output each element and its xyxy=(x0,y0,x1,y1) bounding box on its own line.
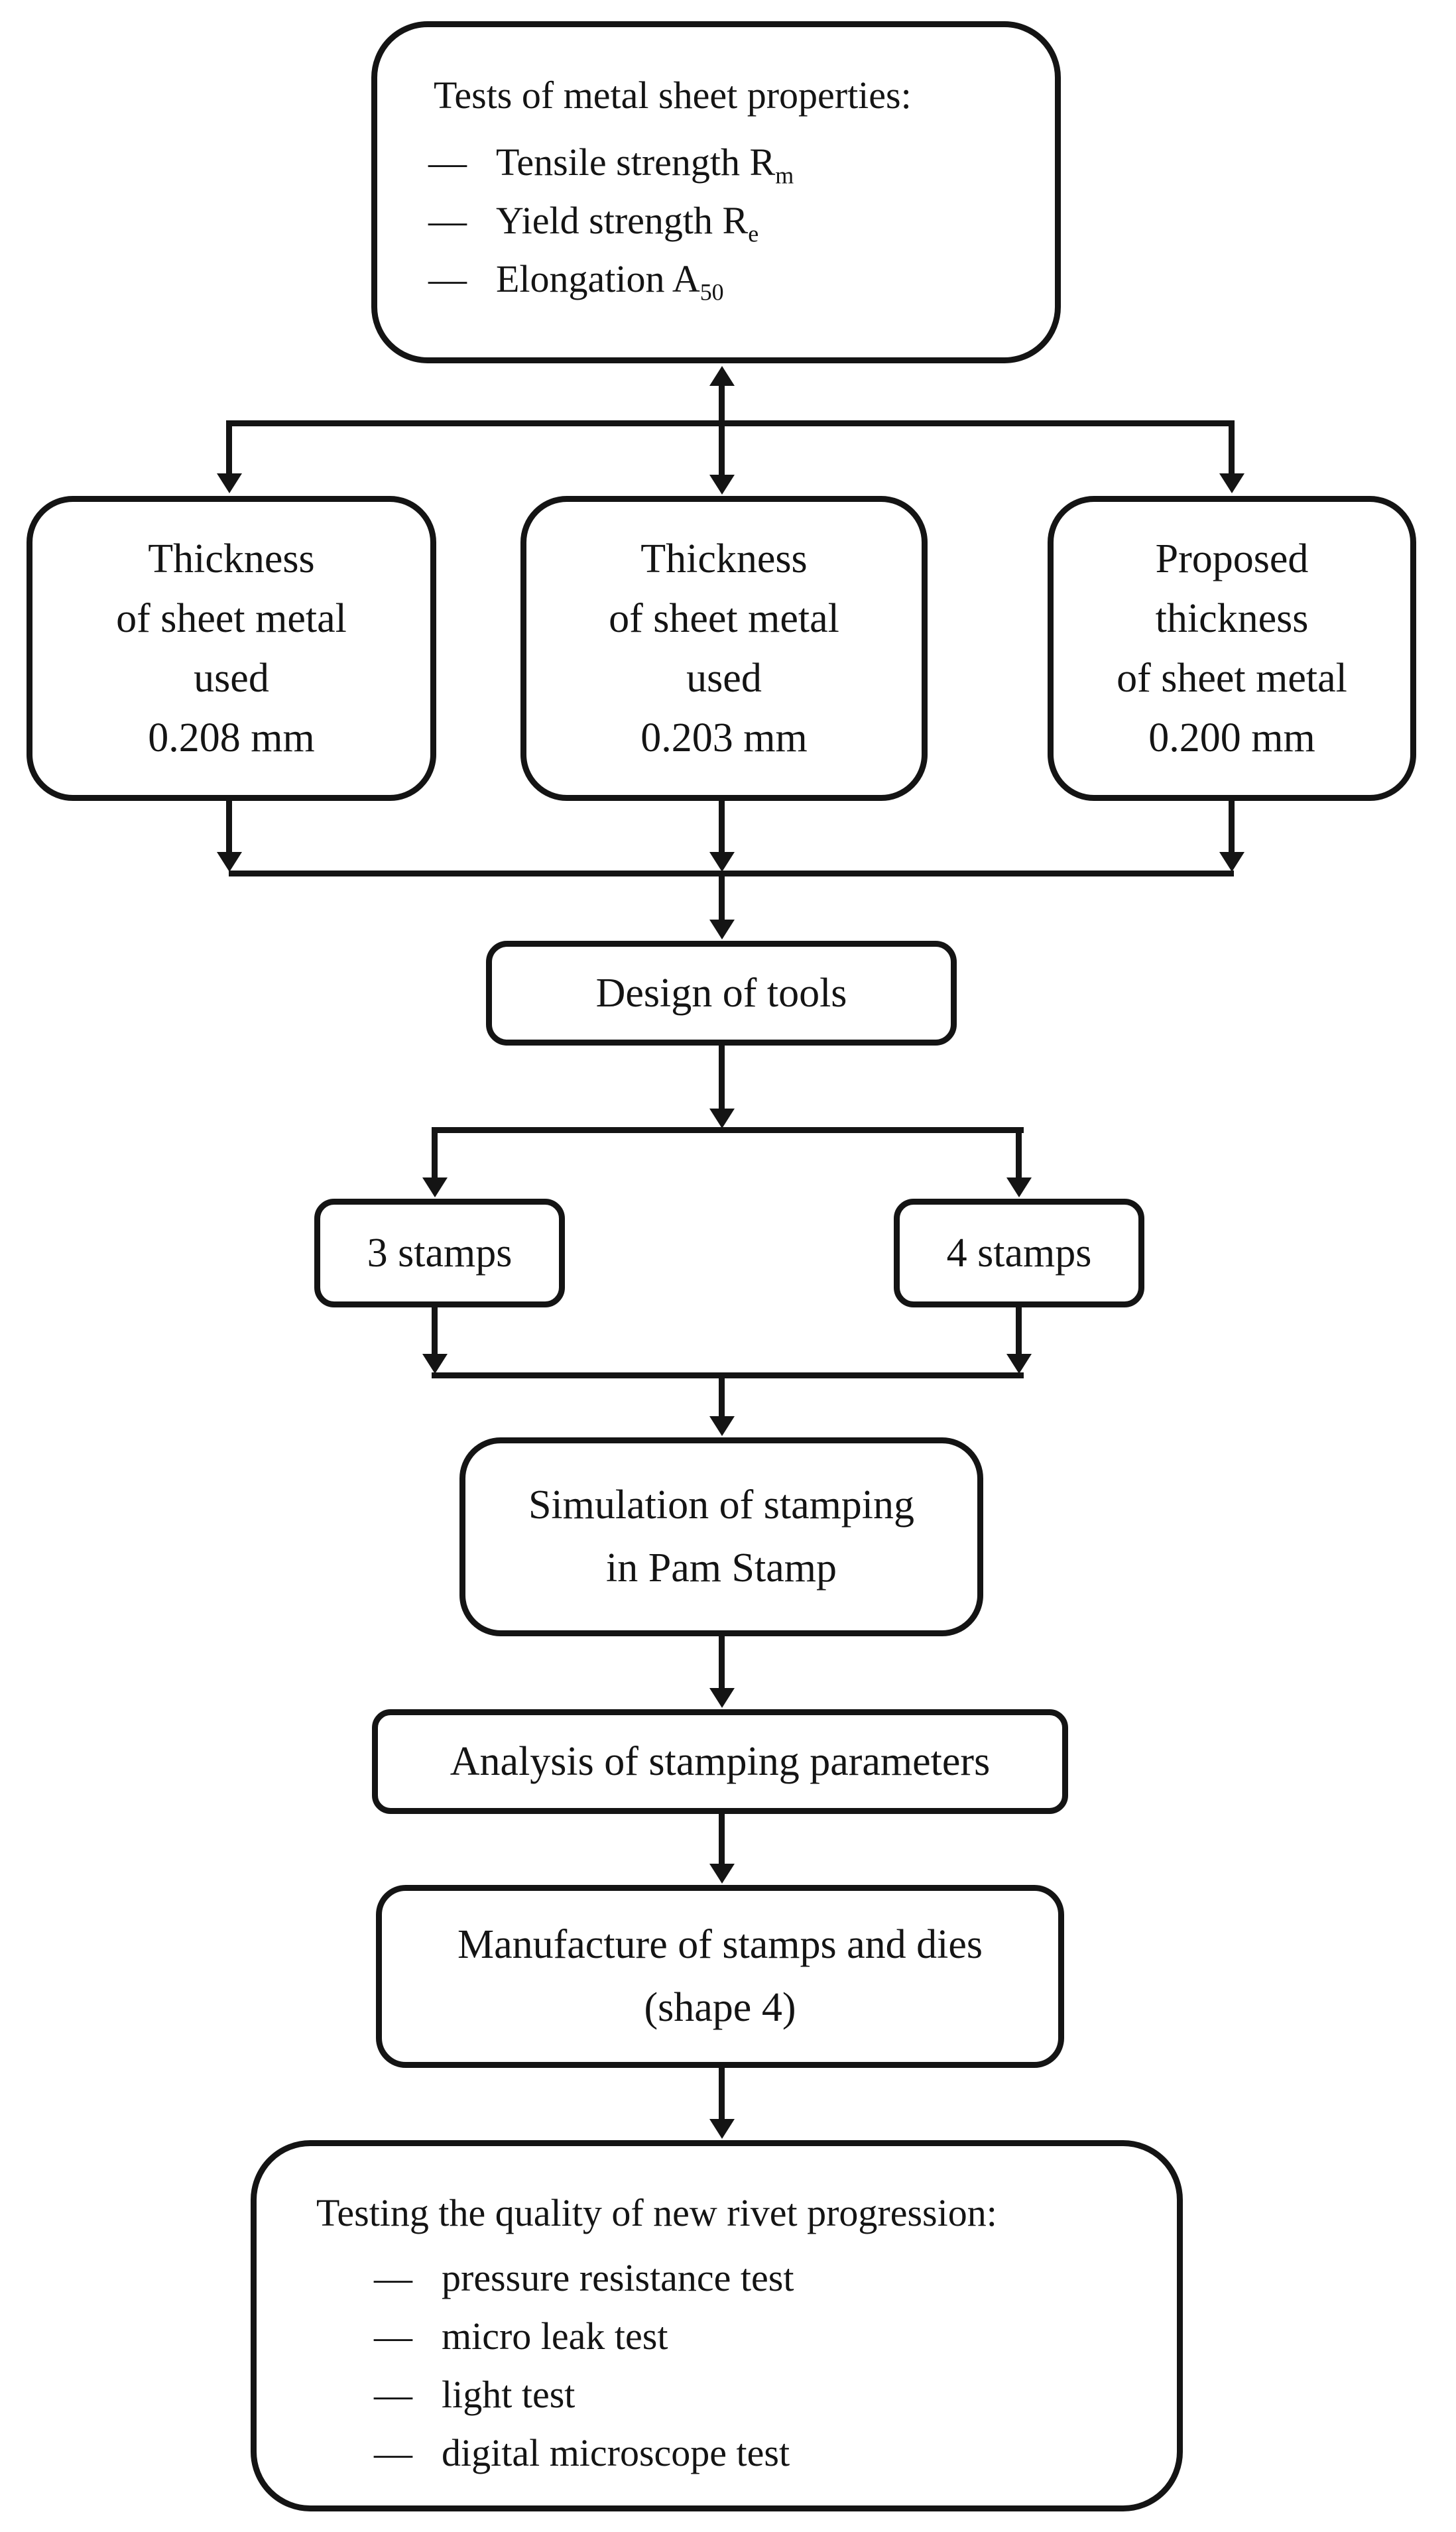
box-text-line: 0.203 mm xyxy=(640,715,808,760)
manufacture-box: Manufacture of stamps and dies (shape 4) xyxy=(376,1885,1064,2068)
connector-vline xyxy=(1016,1307,1022,1355)
arrow-down-icon xyxy=(709,1688,735,1708)
item-dash: — xyxy=(428,199,467,242)
stamps-3-label: 3 stamps xyxy=(367,1231,513,1276)
analysis-box-label: Analysis of stamping parameters xyxy=(450,1739,991,1784)
connector-vline xyxy=(719,2068,725,2120)
connector-vline xyxy=(719,382,725,481)
connector-vline xyxy=(719,1636,725,1689)
item-dash: — xyxy=(374,2373,412,2416)
connector-vline xyxy=(1229,801,1235,853)
box-text-line: used xyxy=(194,656,269,701)
connector-vline xyxy=(1016,1133,1022,1179)
connector-vline xyxy=(719,876,725,922)
arrow-down-icon xyxy=(422,1177,448,1197)
box-text-line: 0.208 mm xyxy=(148,715,315,760)
item-text: Elongation A50 xyxy=(496,257,724,306)
list-item: — digital microscope test xyxy=(374,2424,1157,2482)
list-item: — Yield strength Re xyxy=(428,192,1035,250)
arrow-down-icon xyxy=(709,852,735,872)
box-text-line: of sheet metal xyxy=(1117,656,1347,701)
item-subscript: m xyxy=(775,162,794,189)
item-dash: — xyxy=(428,257,467,300)
tests-box-title: Tests of metal sheet properties: xyxy=(434,74,912,117)
item-dash: — xyxy=(374,2431,412,2474)
item-dash: — xyxy=(374,2256,412,2299)
arrow-down-icon xyxy=(1219,852,1244,872)
box-text-line: of sheet metal xyxy=(116,596,347,641)
connector-vline xyxy=(432,1133,438,1179)
tests-box-list: — Tensile strength Rm — Yield strength Re — E… xyxy=(428,133,1035,308)
arrow-down-icon xyxy=(709,475,735,495)
box-text-line: in Pam Stamp xyxy=(606,1545,837,1591)
box-text-line: Proposed xyxy=(1155,536,1309,581)
connector-hline xyxy=(229,871,1234,876)
item-text: digital microscope test xyxy=(442,2431,790,2474)
item-subscript: e xyxy=(748,220,759,247)
connector-vline xyxy=(226,801,232,853)
box-text-line: (shape 4) xyxy=(644,1985,796,2030)
box-text-line: Manufacture of stamps and dies xyxy=(457,1922,983,1967)
connector-vline xyxy=(719,1814,725,1866)
box-text-line: thickness xyxy=(1155,596,1309,641)
thickness-0208-box: Thickness of sheet metal used 0.208 mm xyxy=(27,496,436,801)
list-item: — pressure resistance test xyxy=(374,2249,1157,2307)
connector-vline xyxy=(719,1046,725,1109)
item-text: micro leak test xyxy=(442,2315,668,2358)
arrow-down-icon xyxy=(217,473,242,493)
item-text: pressure resistance test xyxy=(442,2256,794,2299)
analysis-box: Analysis of stamping parameters xyxy=(372,1709,1068,1814)
list-item: — Tensile strength Rm xyxy=(428,133,1035,192)
arrow-down-icon xyxy=(217,852,242,872)
connector-hline xyxy=(432,1127,1024,1133)
arrow-down-icon xyxy=(422,1354,448,1374)
testing-box-list: — pressure resistance test — micro leak tes… xyxy=(374,2249,1157,2482)
design-box: Design of tools xyxy=(486,941,957,1046)
box-text-line: Thickness xyxy=(640,536,808,581)
connector-vline xyxy=(1229,420,1235,473)
testing-box: Testing the quality of new rivet progres… xyxy=(251,2140,1183,2511)
list-item: — Elongation A50 xyxy=(428,250,1035,308)
stamps-4-box: 4 stamps xyxy=(894,1199,1144,1307)
connector-vline xyxy=(226,420,232,473)
item-dash: — xyxy=(428,141,467,184)
box-text-line: of sheet metal xyxy=(609,596,839,641)
list-item: — micro leak test xyxy=(374,2307,1157,2366)
arrow-down-icon xyxy=(709,1109,735,1128)
item-text: light test xyxy=(442,2373,576,2416)
simulation-box: Simulation of stamping in Pam Stamp xyxy=(459,1437,983,1636)
arrow-down-icon xyxy=(709,2119,735,2139)
item-text: Yield strength Re xyxy=(496,199,759,247)
connector-vline xyxy=(719,801,725,853)
testing-box-title: Testing the quality of new rivet progres… xyxy=(316,2191,997,2234)
connector-hline xyxy=(432,1372,1024,1378)
box-text-line: used xyxy=(686,656,762,701)
connector-hline xyxy=(229,420,1234,426)
arrow-down-icon xyxy=(709,1864,735,1884)
item-text: Tensile strength Rm xyxy=(496,141,794,189)
box-text-line: Thickness xyxy=(148,536,315,581)
connector-vline xyxy=(719,1378,725,1418)
box-text-line: Simulation of stamping xyxy=(528,1482,915,1528)
item-dash: — xyxy=(374,2315,412,2358)
box-text-line: 0.200 mm xyxy=(1148,715,1315,760)
thickness-0200-box: Proposed thickness of sheet metal 0.200 mm xyxy=(1048,496,1416,801)
item-subscript: 50 xyxy=(699,278,724,306)
connector-vline xyxy=(432,1307,438,1355)
thickness-0203-box: Thickness of sheet metal used 0.203 mm xyxy=(520,496,928,801)
design-box-label: Design of tools xyxy=(595,971,847,1016)
arrow-down-icon xyxy=(709,920,735,939)
arrow-down-icon xyxy=(1219,473,1244,493)
arrow-down-icon xyxy=(1006,1177,1032,1197)
arrow-down-icon xyxy=(1006,1354,1032,1374)
stamps-4-label: 4 stamps xyxy=(946,1231,1092,1276)
tests-box: Tests of metal sheet properties: — Tensil… xyxy=(371,21,1061,363)
arrow-down-icon xyxy=(709,1416,735,1436)
stamps-3-box: 3 stamps xyxy=(314,1199,565,1307)
list-item: — light test xyxy=(374,2366,1157,2424)
